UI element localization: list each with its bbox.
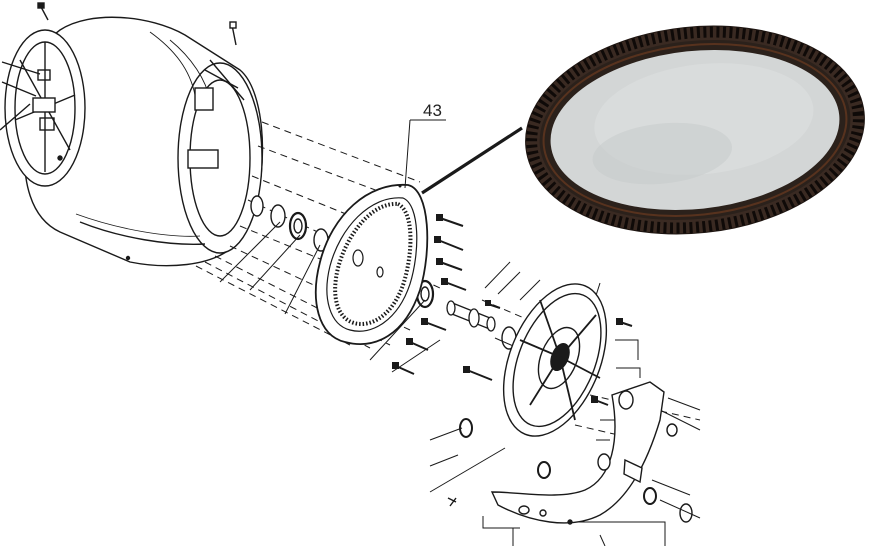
mixer-drum xyxy=(0,2,264,267)
pinion-shaft xyxy=(446,300,546,361)
gear-teeth-pattern xyxy=(526,26,864,234)
part-number-label: 43 xyxy=(423,101,442,120)
leader-lines xyxy=(219,221,701,546)
bolts xyxy=(392,214,633,406)
ring-gear-photo xyxy=(525,25,865,235)
ring-gear-assembly xyxy=(314,184,429,345)
frame-arm xyxy=(447,381,665,525)
hub-plate xyxy=(502,283,608,437)
part-callout-43: 43 xyxy=(404,101,446,189)
photo-connector-line xyxy=(421,126,523,195)
washers-and-bearings xyxy=(250,195,693,523)
